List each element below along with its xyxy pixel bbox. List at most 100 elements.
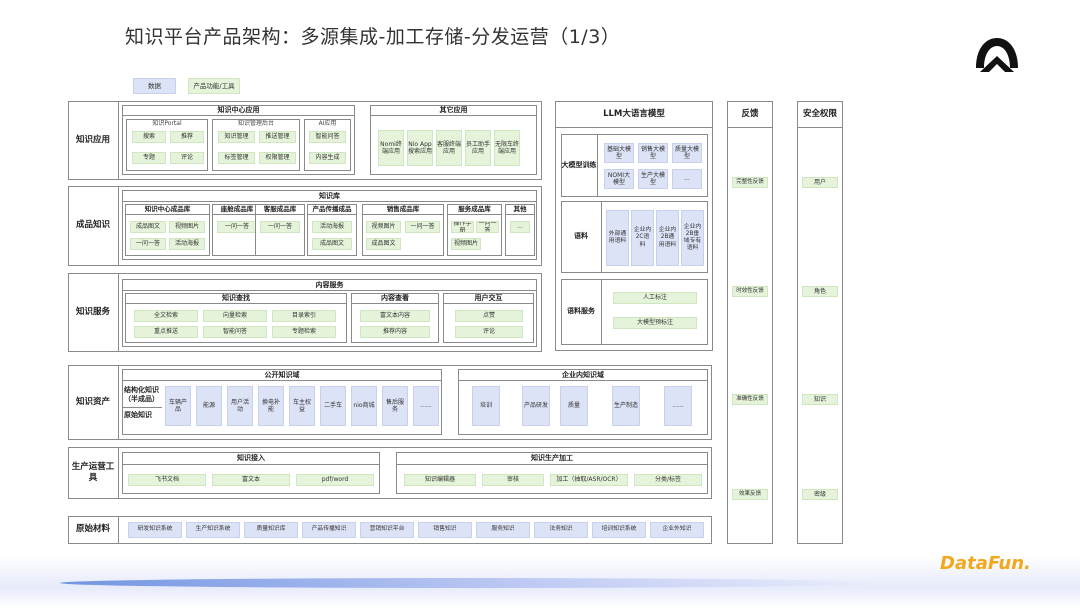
kb-item[interactable]: 成品图文 <box>130 221 166 233</box>
manage-permission[interactable]: 权限管理 <box>259 152 296 164</box>
other-car-terminal[interactable]: 无限车终端应用 <box>494 130 520 166</box>
kb-group-title: 产品传播成品 <box>307 204 357 215</box>
enterprise-domain-item: 培训 <box>472 386 500 426</box>
llm-nomi: NOMI大模型 <box>604 169 634 189</box>
app-other-title: 其它应用 <box>370 105 537 116</box>
raw-material-item: 服务知识 <box>476 522 530 538</box>
manage-knowledge[interactable]: 知识管理 <box>218 131 255 143</box>
process-title: 知识生产加工 <box>396 452 708 465</box>
public-domain-item: ...... <box>413 386 439 426</box>
kb-item[interactable]: 视频图片 <box>169 221 205 233</box>
portal-topic[interactable]: 专题 <box>132 152 166 164</box>
llm-more: ... <box>672 169 702 189</box>
find-qa[interactable]: 智能问答 <box>203 326 267 338</box>
raw-material-item: 研发知识系统 <box>128 522 182 538</box>
manage-title: 知识管理后台 <box>237 120 274 127</box>
ingest-box <box>122 452 380 494</box>
portal-recommend[interactable]: 推荐 <box>170 131 204 143</box>
find-fulltext[interactable]: 全文检索 <box>134 310 198 322</box>
kb-item[interactable]: 成品图文 <box>366 238 401 250</box>
bottom-blue-stroke <box>60 578 880 588</box>
enterprise-domain-title: 企业内知识域 <box>458 369 708 381</box>
kb-item[interactable]: 一问一答 <box>476 221 499 233</box>
kb-item[interactable]: 视频图片 <box>451 238 481 250</box>
feedback-accuracy[interactable]: 准确性反馈 <box>732 394 768 405</box>
other-nio-app[interactable]: Nio App搜索应用 <box>407 130 433 166</box>
llm-base: 基础大模型 <box>604 143 634 163</box>
portal-comment[interactable]: 评论 <box>170 152 204 164</box>
find-push[interactable]: 重点推送 <box>134 326 198 338</box>
find-index[interactable]: 目录索引 <box>272 310 336 322</box>
ingest-feishu[interactable]: 飞书文档 <box>128 474 206 486</box>
other-nomi[interactable]: Nomi终端应用 <box>378 130 404 166</box>
kb-item[interactable]: 一问一答 <box>260 221 300 233</box>
feedback-completeness[interactable]: 完整性反馈 <box>732 177 768 188</box>
legend-product: 产品功能/工具 <box>188 78 240 94</box>
portal-title: 知识Portal <box>152 120 182 127</box>
process-review[interactable]: 审核 <box>482 474 544 486</box>
kb-item[interactable]: 成品图文 <box>312 238 352 250</box>
kb-item[interactable]: 活动海报 <box>312 221 352 233</box>
kb-item[interactable]: ... <box>510 221 530 233</box>
view-recommend[interactable]: 推荐内容 <box>360 326 430 338</box>
app-center-title: 知识中心应用 <box>122 105 355 116</box>
raw-knowledge-label: 原始知识 <box>124 411 152 420</box>
kb-group-title: 知识中心成品库 <box>125 204 210 215</box>
process-extract[interactable]: 加工（抽取/ASR/OCR） <box>550 474 628 486</box>
corpus-2b-general: 企业内2B通用语料 <box>656 210 679 266</box>
other-staff-assistant[interactable]: 员工助手应用 <box>465 130 491 166</box>
llm-sales: 销售大模型 <box>638 143 668 163</box>
kb-item[interactable]: 一问一答 <box>130 238 166 250</box>
kb-item[interactable]: 操作手册 <box>451 221 474 233</box>
kb-group-title: 销售成品库 <box>362 204 444 215</box>
manual-annotation[interactable]: 人工标注 <box>613 292 697 304</box>
ingest-pdf-word[interactable]: pdf/word <box>296 474 374 486</box>
view-richtext[interactable]: 富文本内容 <box>360 310 430 322</box>
kb-item[interactable]: 一问一答 <box>217 221 257 233</box>
portal-search[interactable]: 搜索 <box>132 131 166 143</box>
interact-like[interactable]: 点赞 <box>455 310 523 322</box>
public-domain-title: 公开知识域 <box>122 369 442 381</box>
feedback-box <box>727 101 773 544</box>
security-user[interactable]: 用户 <box>802 177 838 188</box>
kb-group-title: 座舱成品库 <box>212 204 262 215</box>
find-topic[interactable]: 专题检索 <box>272 326 336 338</box>
public-domain-item: 用户活动 <box>227 386 253 426</box>
security-classification[interactable]: 密级 <box>802 489 838 500</box>
ai-title: AI应用 <box>318 120 337 127</box>
security-knowledge[interactable]: 知识 <box>802 394 838 405</box>
feedback-effect[interactable]: 效果反馈 <box>732 489 768 500</box>
kb-item[interactable]: 活动海报 <box>169 238 205 250</box>
ai-qa[interactable]: 智能问答 <box>309 131 346 143</box>
corpus-service-label: 语料服务 <box>567 307 595 316</box>
row-app-label: 知识应用 <box>75 134 110 145</box>
kb-item[interactable]: 视频图片 <box>366 221 401 233</box>
kb-group-title: 其他 <box>505 204 535 215</box>
manage-tags[interactable]: 标签管理 <box>218 152 255 164</box>
llm-pre-annotation[interactable]: 大模型预标注 <box>613 317 697 329</box>
public-domain-item: 能源 <box>196 386 222 426</box>
interact-comment[interactable]: 评论 <box>455 326 523 338</box>
row-raw-label: 原始材料 <box>75 524 110 535</box>
process-editor[interactable]: 知识编辑器 <box>404 474 476 486</box>
kb-item[interactable]: 一问一答 <box>405 221 440 233</box>
enterprise-domain-item: 生产制造 <box>612 386 640 426</box>
raw-material-item: 质量知识库 <box>244 522 298 538</box>
process-classify[interactable]: 分类/标签 <box>634 474 702 486</box>
security-role[interactable]: 角色 <box>802 286 838 297</box>
manage-push[interactable]: 推送管理 <box>259 131 296 143</box>
public-domain-item: 车辆产品 <box>165 386 191 426</box>
raw-material-item: 企业外知识 <box>650 522 704 538</box>
find-vector[interactable]: 向量检索 <box>203 310 267 322</box>
ingest-richtext[interactable]: 富文本 <box>212 474 290 486</box>
ai-generate[interactable]: 内容生成 <box>309 152 346 164</box>
raw-material-item: 法务知识 <box>534 522 588 538</box>
corpus-2b-vertical: 企业内2B垂域专有语料 <box>681 210 704 266</box>
public-domain-item: 售后服务 <box>382 386 408 426</box>
public-domain-item: 换电补能 <box>258 386 284 426</box>
feedback-timeliness[interactable]: 时效性反馈 <box>732 286 768 297</box>
raw-material-item: 培训知识系统 <box>592 522 646 538</box>
find-title: 知识查找 <box>125 293 347 304</box>
enterprise-domain-item: 质量 <box>560 386 588 426</box>
other-cs-terminal[interactable]: 客服终端应用 <box>436 130 462 166</box>
